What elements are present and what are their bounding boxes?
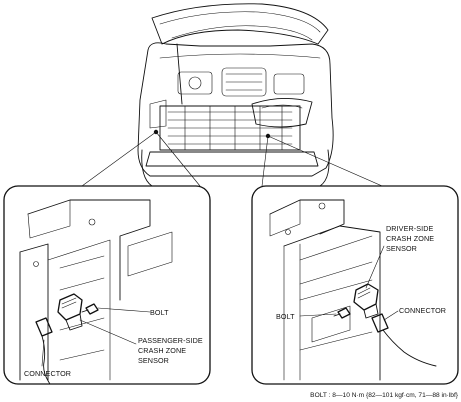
driver-sensor-label-line-3: SENSOR: [386, 244, 417, 253]
passenger-sensor-label-line-1: PASSENGER-SIDE: [138, 336, 203, 345]
left-connector-label: CONNECTOR: [24, 369, 71, 378]
passenger-side-detail-panel: [3, 185, 211, 385]
right-bolt-label: BOLT: [276, 312, 295, 321]
driver-side-detail-panel: [251, 185, 459, 385]
vehicle-front-illustration: [137, 3, 334, 187]
left-bolt-label: BOLT: [150, 308, 169, 317]
torque-spec: BOLT : 8—10 N·m {82—101 kgf·cm, 71—88 in…: [310, 392, 459, 399]
passenger-sensor-label-line-3: SENSOR: [138, 356, 169, 365]
right-connector-label: CONNECTOR: [399, 306, 446, 315]
driver-sensor-label-line-2: CRASH ZONE: [386, 234, 434, 243]
driver-sensor-label-line-1: DRIVER-SIDE: [386, 224, 434, 233]
passenger-sensor-label-line-2: CRASH ZONE: [138, 346, 186, 355]
detail-leader-lines: [81, 131, 383, 187]
